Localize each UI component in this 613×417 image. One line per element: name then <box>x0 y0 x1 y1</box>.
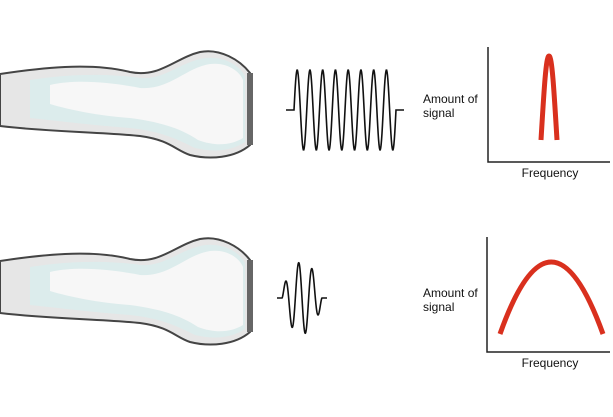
axes <box>487 47 610 163</box>
x-axis-label: Frequency <box>522 166 579 180</box>
broad-spectrum-curve <box>497 259 606 335</box>
y-axis-label-line2: signal <box>423 106 454 120</box>
axes <box>486 237 610 353</box>
y-axis-label-line1: Amount of <box>423 286 478 300</box>
narrow-spectrum-curve <box>538 53 560 141</box>
x-axis-label: Frequency <box>522 356 579 370</box>
short-pulse-wave <box>277 261 327 335</box>
spectrum-chart-broad: Amount of signal Frequency <box>423 237 610 370</box>
y-axis-label-line1: Amount of <box>423 92 478 106</box>
spectrum-chart-narrow: Amount of signal Frequency <box>423 47 610 180</box>
probe-bottom <box>0 237 254 346</box>
long-pulse-wave <box>286 69 404 151</box>
probe-top <box>0 50 254 159</box>
y-axis-label-line2: signal <box>423 300 454 314</box>
